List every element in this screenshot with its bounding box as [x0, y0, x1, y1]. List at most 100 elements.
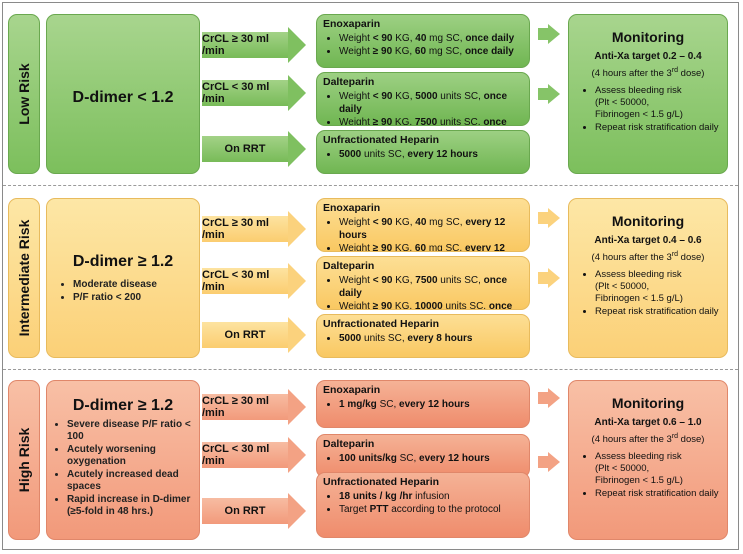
antixa-target: Anti-Xa target 0.6 – 1.0: [569, 417, 727, 428]
dose-text: Weight: [339, 275, 373, 286]
dose-text: Weight: [339, 301, 373, 310]
drug-name: Enoxaparin: [323, 202, 381, 214]
condition-label: CrCL < 30 ml /min: [202, 80, 288, 106]
dose-line: Weight < 90 KG, 40 mg SC, once daily: [339, 32, 523, 45]
dose-text: KG,: [392, 46, 415, 57]
condition-arrow: CrCL < 30 ml /min: [202, 437, 306, 473]
dose-text: according to the protocol: [388, 504, 501, 515]
drug-box: Unfractionated Heparin5000 units SC, eve…: [316, 314, 530, 358]
condition-arrow: On RRT: [202, 317, 306, 353]
dose-text: once daily: [483, 117, 507, 126]
tier-separator: [3, 369, 738, 370]
dose-text: infusion: [412, 491, 450, 502]
condition-label: On RRT: [202, 498, 288, 524]
condition-arrow: CrCL < 30 ml /min: [202, 263, 306, 299]
timing-text: (4 hours after the 3: [591, 68, 672, 80]
antixa-value: 0.2 – 0.4: [662, 51, 702, 62]
risk-label-box: High Risk: [8, 380, 40, 540]
dose-text: every 12 hours: [464, 243, 505, 252]
dose-text: 60: [414, 243, 427, 252]
dose-text: 40: [415, 217, 427, 228]
dose-text: once daily: [339, 91, 508, 115]
dose-text: units SC,: [437, 91, 484, 102]
dose-line: Weight < 90 KG, 7500 units SC, once dail…: [339, 274, 523, 300]
antixa-target: Anti-Xa target 0.4 – 0.6: [569, 235, 727, 246]
timing-note: (4 hours after the 3rd dose): [569, 67, 727, 79]
condition-arrow: On RRT: [202, 131, 306, 167]
dose-text: < 90: [372, 33, 393, 44]
dose-text: 7500: [414, 117, 438, 126]
dose-text: 18 units / kg /hr: [339, 491, 413, 502]
bullet-text: Fibrinogen < 1.5 g/L): [595, 293, 683, 305]
dose-text: KG,: [392, 275, 416, 286]
dose-text: 5000: [339, 149, 362, 160]
dose-text: units SC,: [442, 301, 489, 310]
condition-arrow: CrCL < 30 ml /min: [202, 75, 306, 111]
monitoring-arrow: [538, 84, 560, 104]
antixa-label: Anti-Xa target: [594, 51, 663, 62]
bullet-text: Fibrinogen < 1.5 g/L): [595, 475, 683, 487]
dose-text: < 90: [372, 217, 393, 228]
arrow-head: [288, 317, 306, 353]
drug-name: Unfractionated Heparin: [323, 476, 440, 488]
dose-line: 100 units/kg SC, every 12 hours: [339, 452, 523, 465]
risk-label: Low Risk: [16, 63, 32, 125]
timing-sup: rd: [671, 67, 679, 74]
dose-text: ≥ 90: [372, 301, 393, 310]
timing-text: (4 hours after the 3: [591, 252, 672, 264]
monitoring-title: Monitoring: [611, 213, 685, 229]
dose-text: every 12 hours: [339, 217, 506, 241]
arrow-head: [288, 493, 306, 529]
dose-text: once daily: [488, 301, 513, 310]
condition-label: CrCL < 30 ml /min: [202, 268, 288, 294]
dose-line: 5000 units SC, every 8 hours: [339, 332, 523, 345]
dose-text: units SC,: [437, 275, 484, 286]
arrow-head: [288, 263, 306, 299]
condition-label: CrCL < 30 ml /min: [202, 442, 288, 468]
dose-line: 18 units / kg /hr infusion: [339, 490, 523, 503]
timing-note: (4 hours after the 3rd dose): [569, 433, 727, 445]
dose-text: every 12 hours: [419, 453, 490, 464]
dose-text: Weight: [339, 33, 373, 44]
drug-box: Unfractionated Heparin5000 units SC, eve…: [316, 130, 530, 174]
risk-label-box: Low Risk: [8, 14, 40, 174]
dose-line: Weight ≥ 90 KG, 60 mg SC, once daily: [339, 45, 523, 58]
criteria-item: P/F ratio < 200: [73, 292, 193, 304]
dose-text: ≥ 90: [372, 117, 393, 126]
dose-line: 5000 units SC, every 12 hours: [339, 148, 523, 161]
condition-arrow: CrCL ≥ 30 ml /min: [202, 211, 306, 247]
dose-text: KG,: [392, 117, 415, 126]
dose-line: Weight < 90 KG, 5000 units SC, once dail…: [339, 90, 523, 116]
drug-box: Dalteparin100 units/kg SC, every 12 hour…: [316, 434, 530, 478]
ddimer-label: D-dimer ≥ 1.2: [72, 397, 174, 414]
antixa-target: Anti-Xa target 0.2 – 0.4: [569, 51, 727, 62]
drug-name: Enoxaparin: [323, 384, 381, 396]
timing-sup: rd: [671, 433, 679, 440]
dose-text: mg SC,: [426, 217, 466, 228]
bullet-text: (Plt < 50000,: [595, 281, 650, 293]
arrow-head: [288, 211, 306, 247]
drug-name: Dalteparin: [323, 260, 375, 272]
arrow-head: [288, 131, 306, 167]
dose-text: mg SC,: [426, 243, 465, 252]
bullet-text: Assess bleeding risk: [595, 451, 682, 463]
bullet-text: (Plt < 50000,: [595, 463, 650, 475]
dose-text: once daily: [339, 275, 508, 299]
dose-text: < 90: [372, 275, 393, 286]
criteria-item: Moderate disease: [73, 279, 193, 291]
dose-text: 7500: [415, 275, 438, 286]
drug-name: Enoxaparin: [323, 18, 381, 30]
dose-text: KG,: [392, 243, 415, 252]
dose-text: < 90: [372, 91, 393, 102]
monitoring-bullet: Assess bleeding risk(Plt < 50000,Fibrino…: [595, 451, 727, 487]
monitoring-bullet: Repeat risk stratification daily: [595, 306, 727, 318]
dose-text: Weight: [339, 117, 373, 126]
dose-text: every 8 hours: [407, 333, 473, 344]
dose-line: Target PTT according to the protocol: [339, 503, 523, 516]
condition-label: CrCL ≥ 30 ml /min: [202, 216, 288, 242]
